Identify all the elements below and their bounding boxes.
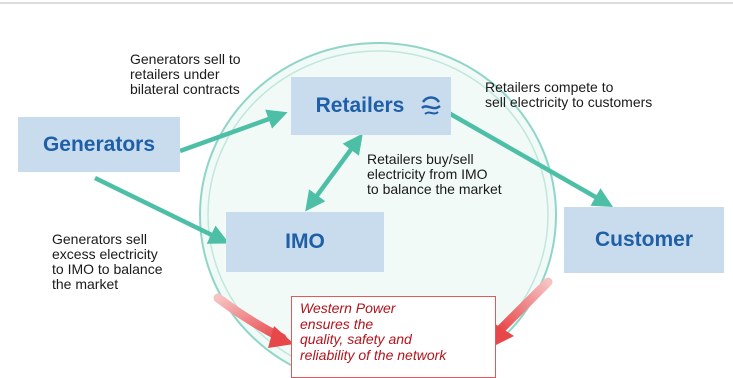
western-power-callout: Western Power ensures the quality, safet… xyxy=(291,296,496,378)
red-arrow-left xyxy=(213,293,294,348)
customer-node: Customer xyxy=(564,207,724,273)
generators-to-retailers-caption: Generators sell to retailers under bilat… xyxy=(130,51,241,97)
retailers-imo-caption: Retailers buy/sell electricity from IMO … xyxy=(367,151,502,197)
retailers-to-customer-caption: Retailers compete to sell electricity to… xyxy=(485,79,653,110)
arrow-generators-imo xyxy=(94,175,230,244)
generators-node: Generators xyxy=(18,117,180,172)
generators-to-imo-caption: Generators sell excess electricity to IM… xyxy=(52,231,163,292)
imo-node: IMO xyxy=(226,212,384,272)
imo-label: IMO xyxy=(285,230,325,253)
retailers-label: Retailers xyxy=(315,94,405,117)
retailer-logo-icon xyxy=(421,96,441,115)
arrow-retailers-imo xyxy=(305,133,363,212)
generators-label: Generators xyxy=(42,132,156,156)
arrow-retailers-customer xyxy=(438,106,614,208)
arrow-generators-retailers xyxy=(179,109,288,154)
retailers-node: Retailers xyxy=(291,77,451,135)
market-ring xyxy=(199,42,557,378)
red-arrow-right xyxy=(490,277,553,348)
customer-label: Customer xyxy=(594,228,694,251)
